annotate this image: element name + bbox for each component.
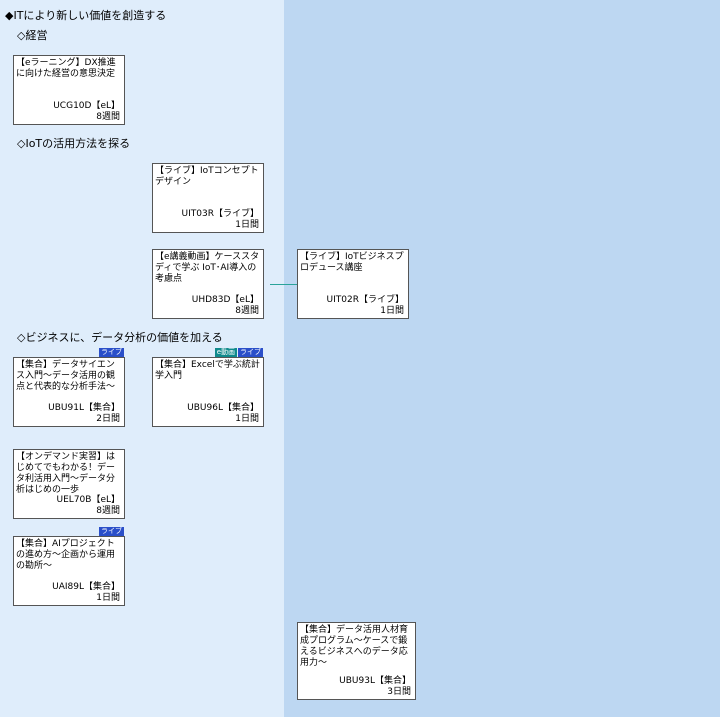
course-card-ubu93l[interactable]: 【集合】データ活用人材育成プログラム～ケースで鍛えるビジネスへのデータ応用力～ … <box>297 622 416 700</box>
main-heading: ◆ITにより新しい価値を創造する <box>5 9 167 22</box>
course-card-uit02r[interactable]: 【ライブ】IoTビジネスプロデュース講座 UIT02R【ライブ】 1日間 <box>297 249 409 319</box>
course-duration: 3日間 <box>387 687 411 697</box>
course-code: UIT03R【ライブ】 <box>181 209 259 219</box>
course-duration: 2日間 <box>96 414 120 424</box>
course-code: UBU91L【集合】 <box>48 403 120 413</box>
course-code: UCG10D【eL】 <box>53 101 120 111</box>
course-title: 【オンデマンド実習】はじめてでもわかる！データ利活用入門～データ分析はじめの一歩 <box>16 452 116 495</box>
course-duration: 8週間 <box>235 306 259 316</box>
course-card-ubu91l[interactable]: ライブ 【集合】データサイエンス入門～データ活用の観点と代表的な分析手法～ UB… <box>13 348 125 427</box>
badge-group: ライブ <box>99 348 124 357</box>
course-title: 【集合】Excelで学ぶ統計学入門 <box>155 360 260 381</box>
course-card-uit03r[interactable]: 【ライブ】IoTコンセプトデザイン UIT03R【ライブ】 1日間 <box>152 163 264 233</box>
course-card-uhd83d[interactable]: 【e講義動画】ケーススタディで学ぶ IoT･AI導入の考慮点 UHD83D【eL… <box>152 249 264 319</box>
course-code: UHD83D【eL】 <box>191 295 259 305</box>
right-panel-background <box>284 0 720 717</box>
course-duration: 8週間 <box>96 112 120 122</box>
course-card-uai89l[interactable]: ライブ 【集合】AIプロジェクトの進め方～企画から運用の勘所～ UAI89L【集… <box>13 527 125 606</box>
course-title: 【集合】AIプロジェクトの進め方～企画から運用の勘所～ <box>16 539 116 571</box>
section-heading-management: ◇経営 <box>17 29 48 42</box>
course-code: UAI89L【集合】 <box>52 582 120 592</box>
live-badge: ライブ <box>99 348 124 357</box>
badge-group: ライブ <box>99 527 124 536</box>
badge-group: e動画 ライブ <box>214 348 263 357</box>
connector-line <box>270 284 298 285</box>
course-title: 【eラーニング】DX推進に向けた経営の意思決定 <box>16 58 116 79</box>
course-code: UEL70B【eL】 <box>56 495 120 505</box>
section-heading-data-analysis: ◇ビジネスに、データ分析の価値を加える <box>17 331 223 344</box>
e-video-badge: e動画 <box>214 348 237 357</box>
course-duration: 1日間 <box>235 220 259 230</box>
course-duration: 1日間 <box>96 593 120 603</box>
course-title: 【e講義動画】ケーススタディで学ぶ IoT･AI導入の考慮点 <box>155 252 260 284</box>
course-duration: 8週間 <box>96 506 120 516</box>
section-heading-iot: ◇IoTの活用方法を探る <box>17 137 131 150</box>
course-title: 【ライブ】IoTビジネスプロデュース講座 <box>300 252 404 273</box>
course-duration: 1日間 <box>380 306 404 316</box>
live-badge: ライブ <box>99 527 124 536</box>
course-card-uel70b[interactable]: 【オンデマンド実習】はじめてでもわかる！データ利活用入門～データ分析はじめの一歩… <box>13 449 125 519</box>
live-badge: ライブ <box>238 348 263 357</box>
course-card-ucg10d[interactable]: 【eラーニング】DX推進に向けた経営の意思決定 UCG10D【eL】 8週間 <box>13 55 125 125</box>
course-duration: 1日間 <box>235 414 259 424</box>
course-code: UIT02R【ライブ】 <box>326 295 404 305</box>
course-code: UBU93L【集合】 <box>339 676 411 686</box>
course-code: UBU96L【集合】 <box>187 403 259 413</box>
course-card-ubu96l[interactable]: e動画 ライブ 【集合】Excelで学ぶ統計学入門 UBU96L【集合】 1日間 <box>152 348 264 427</box>
course-title: 【集合】データ活用人材育成プログラム～ケースで鍛えるビジネスへのデータ応用力～ <box>300 625 409 668</box>
course-title: 【ライブ】IoTコンセプトデザイン <box>155 166 259 187</box>
course-title: 【集合】データサイエンス入門～データ活用の観点と代表的な分析手法～ <box>16 360 116 392</box>
